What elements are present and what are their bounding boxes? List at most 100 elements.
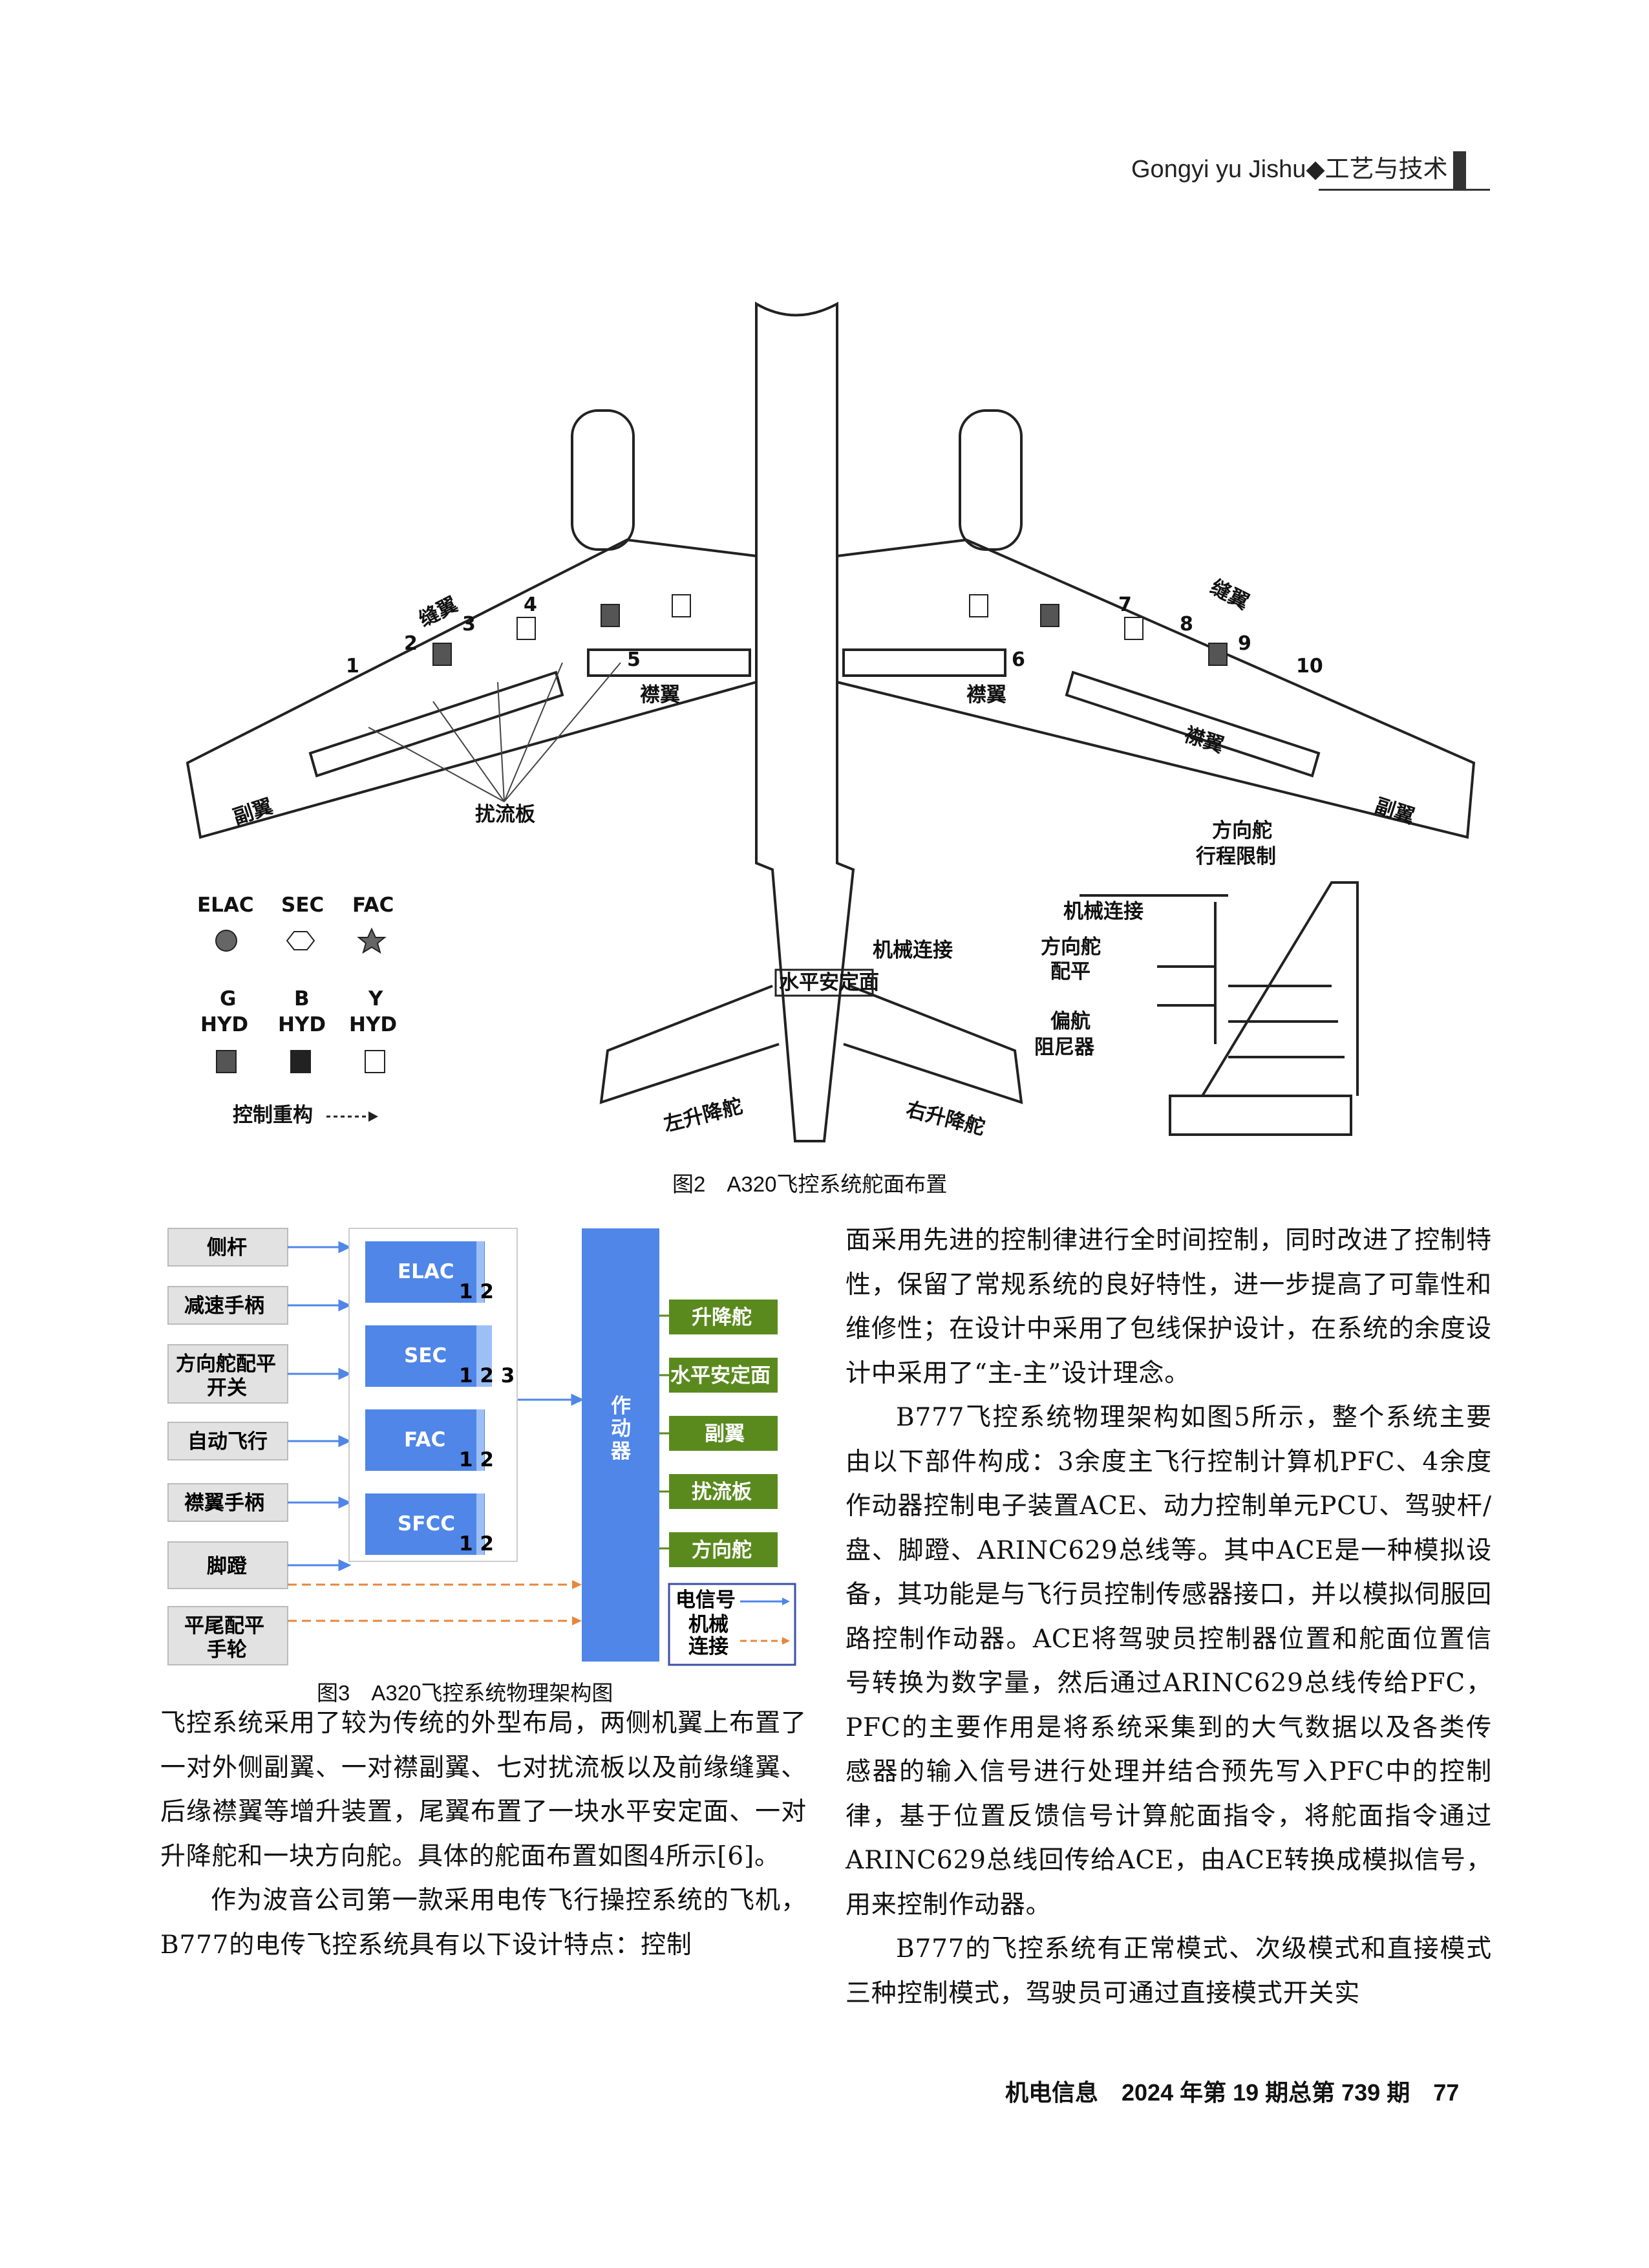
yaw-damper-label-1: 偏航 <box>1050 1010 1090 1033</box>
flap-box-left <box>587 648 751 677</box>
input-ths-trim: 平尾配平 <box>184 1614 264 1638</box>
legend-g: G <box>220 987 236 1011</box>
actuator-char-2: 动 <box>611 1417 631 1440</box>
legend-b: B <box>294 987 310 1011</box>
flap-label-right: 襟翼 <box>966 683 1006 707</box>
input-sidestick: 侧杆 <box>207 1236 247 1259</box>
spoiler-number-2: 2 <box>404 632 418 655</box>
header-title: 工艺与技术 <box>1325 156 1448 183</box>
rudder-limit-label-2: 行程限制 <box>1195 845 1276 868</box>
g-hyd-icon <box>216 1050 237 1073</box>
mech-link-label-rudder: 机械连接 <box>1063 900 1144 923</box>
spoiler-number-1: 1 <box>346 655 359 678</box>
y-hyd-icon <box>365 1050 385 1073</box>
tail-left-outline <box>599 985 780 1104</box>
page-footer: 机电信息 2024 年第 19 期总第 739 期 77 <box>1005 2079 1460 2106</box>
figure-3-caption: 图3 A320飞控系统物理架构图 <box>317 1681 613 1705</box>
input-rudder-trim-2: 开关 <box>207 1376 247 1400</box>
input-ths-trim-2: 手轮 <box>207 1638 247 1662</box>
right-paragraph-2: B777飞控系统物理架构如图5所示，整个系统主要由以下部件构成：3余度主飞行控制… <box>846 1403 1492 1920</box>
computer-sfcc-units: 1 2 <box>459 1532 494 1556</box>
output-spoiler <box>669 1474 778 1509</box>
header-separator: ◆ <box>1306 156 1325 183</box>
spoiler-number-9: 9 <box>1238 632 1251 655</box>
input-autopilot: 自动飞行 <box>187 1430 268 1453</box>
input-speedbrake: 减速手柄 <box>184 1294 264 1318</box>
right-elevator-label: 右升降舵 <box>904 1098 987 1140</box>
figure-2-caption: 图2 A320飞控系统舵面布置 <box>672 1172 948 1196</box>
rudder-limit-label-1: 方向舵 <box>1212 819 1272 842</box>
output-aileron <box>669 1416 778 1451</box>
legend-fac: FAC <box>352 893 394 917</box>
left-paragraph-2: 作为波音公司第一款采用电传飞行操控系统的飞机，B777的电传飞控系统具有以下设计… <box>160 1886 807 1960</box>
flap-label-right-outer: 襟翼 <box>1182 723 1227 757</box>
header-pinyin: Gongyi yu Jishu <box>1131 156 1306 183</box>
spoiler-number-3: 3 <box>462 613 476 636</box>
spoiler-number-10: 10 <box>1296 655 1323 678</box>
rudder-trim-label-2: 配平 <box>1050 960 1090 983</box>
computer-elac-units: 1 2 <box>459 1280 494 1303</box>
engine-left <box>571 409 635 551</box>
fig3-legend <box>668 1583 796 1666</box>
spoiler-number-7: 7 <box>1118 594 1132 616</box>
input-pedal: 脚蹬 <box>207 1555 248 1578</box>
spoiler-number-5: 5 <box>627 648 641 671</box>
flap-label-left: 襟翼 <box>640 683 680 707</box>
engine-right <box>959 409 1023 551</box>
wing-left-outline <box>186 538 757 839</box>
computer-fac <box>365 1409 485 1471</box>
slat-label-right: 缝翼 <box>1206 575 1253 614</box>
computer-fac-units: 1 2 <box>459 1448 494 1471</box>
computer-sec <box>365 1325 485 1387</box>
legend-y: Y <box>368 987 383 1011</box>
left-paragraph-1: 飞控系统采用了较为传统的外型布局，两侧机翼上布置了一对外侧副翼、一对襟副翼、七对… <box>160 1709 807 1871</box>
ths-label: 水平安定面 <box>779 971 879 994</box>
fac-symbol-icon <box>357 927 387 954</box>
figure-3-diagram: 侧杆 减速手柄 方向舵配平 开关 自动飞行 襟翼手柄 脚蹬 平尾配平 手轮 EL… <box>167 1228 796 1666</box>
legend-mechanical-2: 连接 <box>688 1635 729 1658</box>
left-elevator-label: 左升降舵 <box>661 1095 745 1137</box>
computer-sec-units: 1 2 3 <box>459 1364 515 1387</box>
right-paragraph-1: 面采用先进的控制律进行全时间控制，同时改进了控制特性，保留了常规系统的良好特性，… <box>846 1226 1492 1388</box>
legend-reconfig: 控制重构 <box>233 1104 313 1127</box>
computer-sec-label: SEC <box>404 1344 447 1367</box>
output-rudder <box>669 1532 778 1567</box>
tail-right-outline <box>843 985 1023 1104</box>
body-left-column: 飞控系统采用了较为传统的外型布局，两侧机翼上布置了一对外侧副翼、一对襟副翼、七对… <box>160 1702 807 1967</box>
actuator-char-1: 作 <box>611 1395 631 1418</box>
spoiler-label: 扰流板 <box>475 803 535 826</box>
output-aileron-label: 副翼 <box>705 1422 745 1446</box>
computer-sfcc <box>365 1493 485 1555</box>
vtail-links <box>1228 985 1345 1058</box>
rudder-trim-label-1: 方向舵 <box>1041 936 1101 959</box>
computer-elac <box>365 1241 485 1303</box>
header-bar <box>1452 151 1466 190</box>
fuselage-outline <box>755 301 855 1142</box>
spoiler-strip-right <box>1065 670 1321 778</box>
flap-box-right <box>842 648 1006 677</box>
legend-hyd-g: HYD <box>200 1013 248 1036</box>
computer-elac-label: ELAC <box>398 1260 454 1283</box>
figure-2-diagram: 1 2 3 4 5 6 7 8 9 10 缝翼 缝翼 襟翼 襟翼 襟翼 副翼 副… <box>186 301 1476 1142</box>
computer-sfcc-label: SFCC <box>398 1512 455 1535</box>
slat-label-left: 缝翼 <box>415 593 462 632</box>
mech-link-label-center: 机械连接 <box>873 939 953 962</box>
actuator-char-3: 器 <box>610 1440 632 1463</box>
wing-right-outline <box>836 538 1476 839</box>
vtail-fin <box>1201 881 1359 1097</box>
actuator-block <box>582 1228 659 1662</box>
input-flap-lever: 襟翼手柄 <box>184 1492 264 1515</box>
header-rule <box>1319 189 1490 191</box>
vtail-base <box>1169 1095 1352 1136</box>
spoiler-number-4: 4 <box>524 594 537 616</box>
running-header: Gongyi yu Jishu◆工艺与技术 <box>1131 149 1466 190</box>
b-hyd-icon <box>290 1050 311 1073</box>
yaw-damper-label-2: 阻尼器 <box>1034 1036 1095 1059</box>
output-spoiler-label: 扰流板 <box>692 1481 752 1504</box>
aileron-label-left: 副翼 <box>230 795 275 829</box>
aileron-label-right: 副翼 <box>1372 794 1418 828</box>
legend-hyd-b: HYD <box>278 1013 326 1036</box>
legend-sec: SEC <box>281 893 324 917</box>
sec-symbol-icon <box>286 931 315 950</box>
rudder-control-lines <box>1080 894 1228 1044</box>
